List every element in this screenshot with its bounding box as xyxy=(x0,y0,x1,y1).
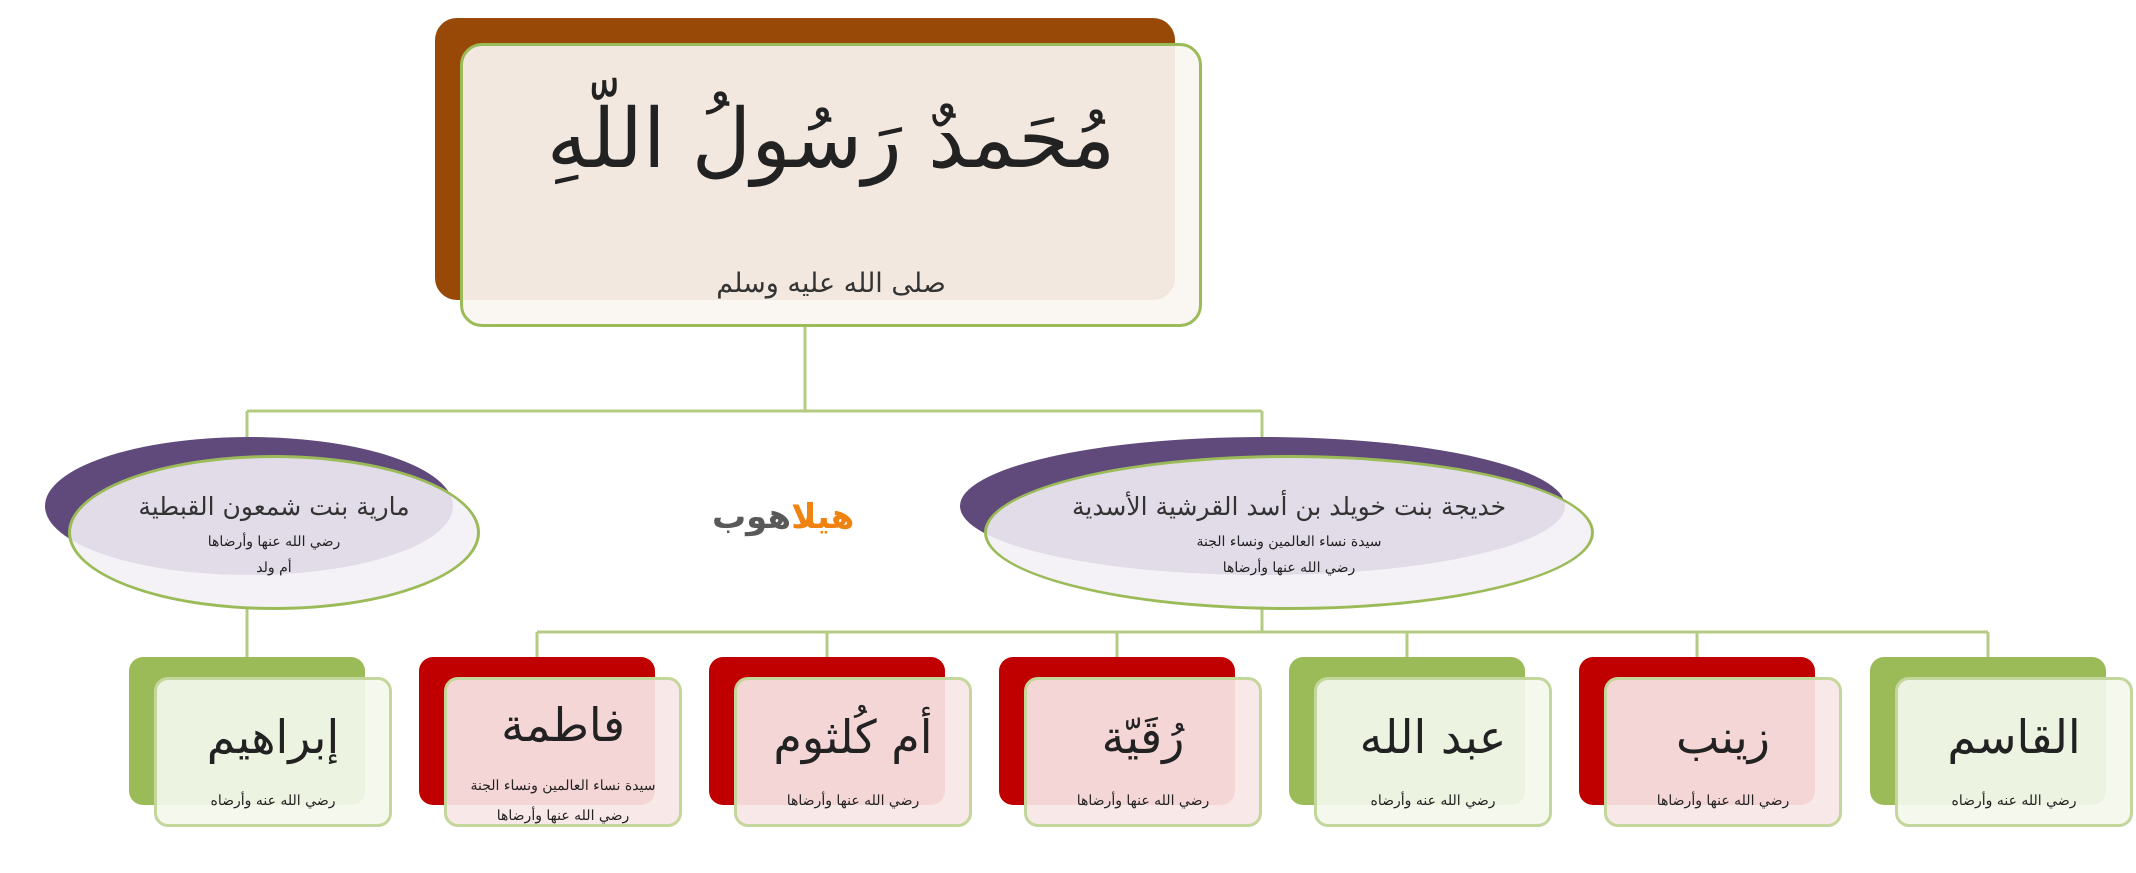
child-note-umm-kulthum: رضي الله عنها وأرضاها xyxy=(786,793,920,809)
child-card xyxy=(734,677,972,827)
child-note2-fatima: رضي الله عنها وأرضاها xyxy=(496,808,630,824)
child-note-ruqayya: رضي الله عنها وأرضاها xyxy=(1076,793,1210,809)
khadija-ellipse xyxy=(984,455,1594,610)
child-note-fatima: سيدة نساء العالمين ونساء الجنة xyxy=(470,778,656,794)
child-name-ibrahim: إبراهيم xyxy=(206,710,340,764)
child-note-ibrahim: رضي الله عنه وأرضاه xyxy=(210,793,336,809)
child-name-ruqayya: رُقَيّة xyxy=(1101,710,1185,764)
child-note-abdullah: رضي الله عنه وأرضاه xyxy=(1370,793,1496,809)
helahob-logo: هيلاهوب xyxy=(712,497,855,537)
child-card xyxy=(1024,677,1262,827)
root-title: مُحَمدٌ رَسُولُ اللّهِ xyxy=(546,92,1116,187)
khadija-name: خديجة بنت خويلد بن أسد القرشية الأسدية xyxy=(1071,492,1507,521)
child-card xyxy=(444,677,682,827)
khadija-line2: رضي الله عنها وأرضاها xyxy=(1222,560,1356,576)
child-card xyxy=(1604,677,1842,827)
root-card xyxy=(460,43,1202,327)
khadija-line1: سيدة نساء العالمين ونساء الجنة xyxy=(1196,534,1382,550)
child-name-umm-kulthum: أم كُلثوم xyxy=(773,710,933,764)
child-name-qasim: القاسم xyxy=(1947,710,2081,764)
child-card xyxy=(1314,677,1552,827)
child-note-zaynab: رضي الله عنها وأرضاها xyxy=(1656,793,1790,809)
maria-name: مارية بنت شمعون القبطية xyxy=(138,492,410,521)
maria-ellipse xyxy=(68,455,480,610)
child-name-fatima: فاطمة xyxy=(501,698,625,752)
child-name-zaynab: زينب xyxy=(1675,710,1771,764)
maria-line2: أم ولد xyxy=(256,560,292,576)
child-name-abdullah: عبد الله xyxy=(1359,710,1507,764)
maria-line1: رضي الله عنها وأرضاها xyxy=(207,534,341,550)
child-note-qasim: رضي الله عنه وأرضاه xyxy=(1951,793,2077,809)
child-card xyxy=(1895,677,2133,827)
root-subtitle: صلى الله عليه وسلم xyxy=(716,268,946,299)
child-card xyxy=(154,677,392,827)
